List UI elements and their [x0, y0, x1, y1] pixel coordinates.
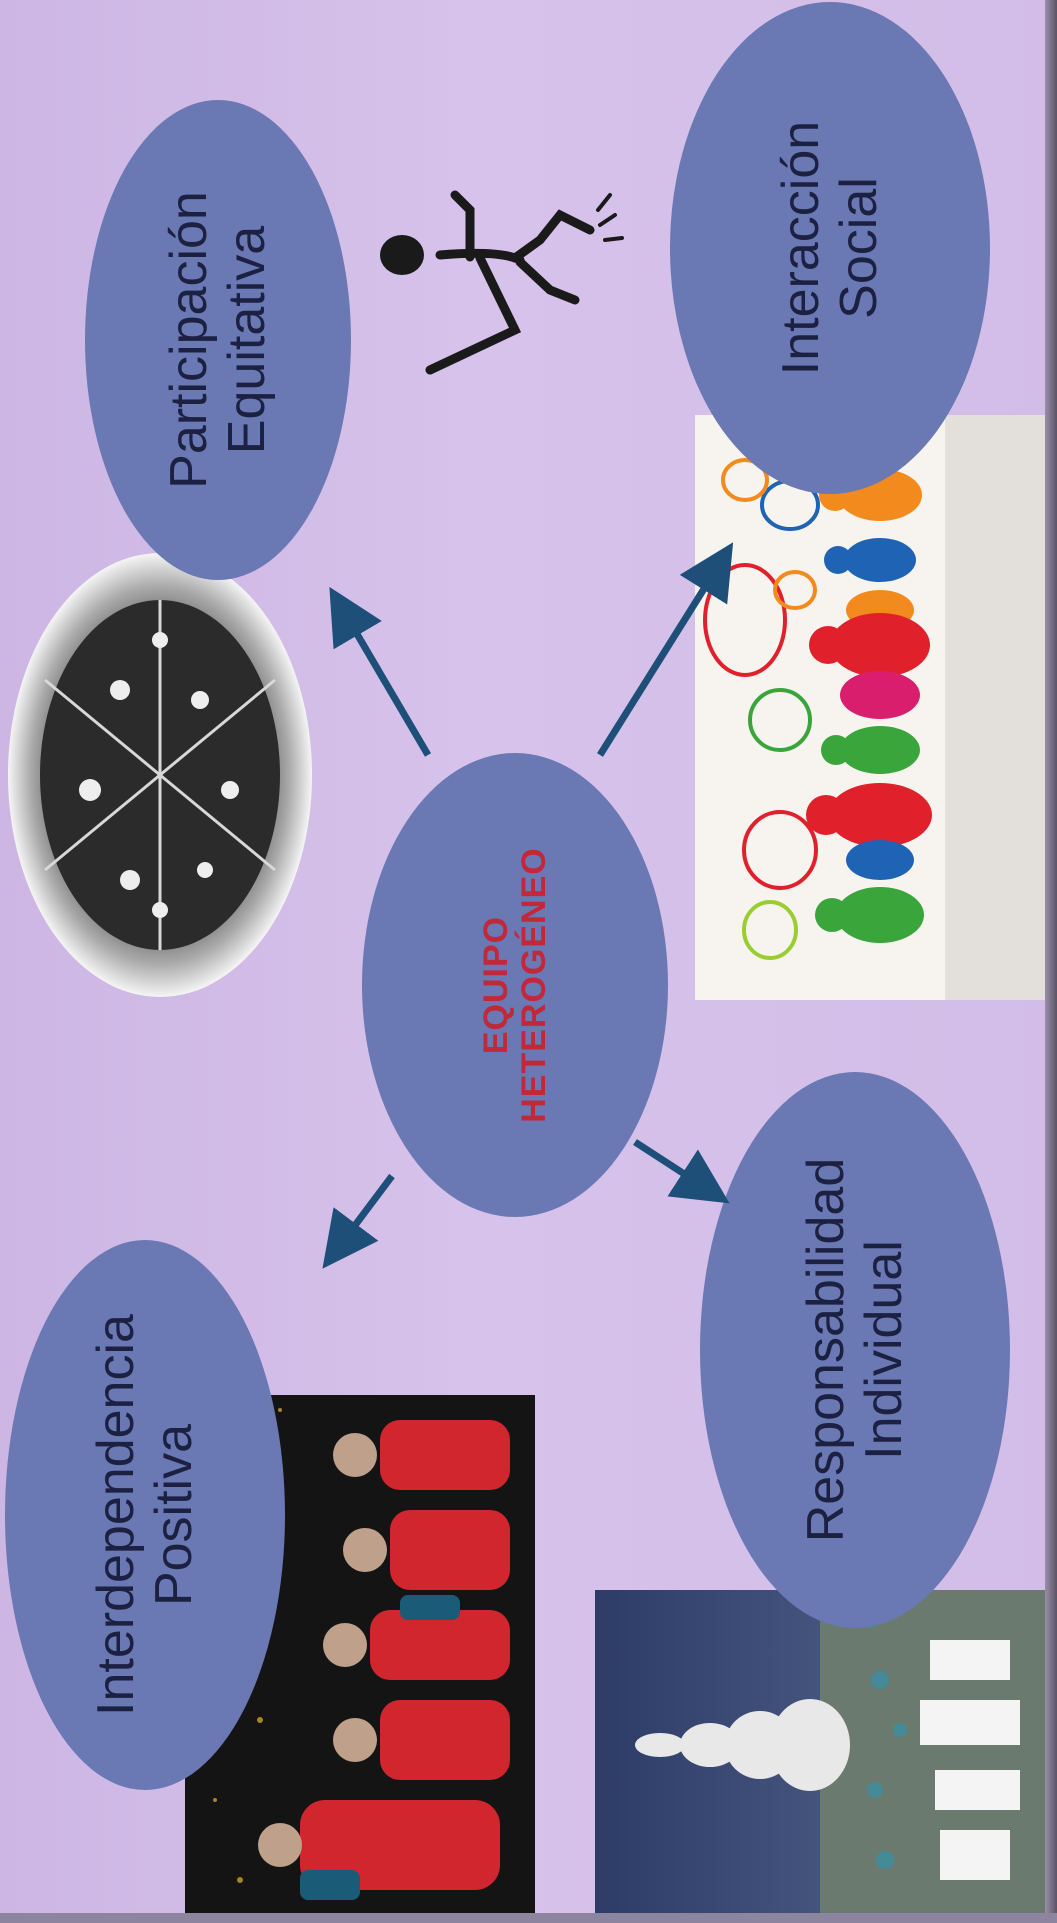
center-label: EQUIPO HETEROGÉNEO: [465, 835, 565, 1135]
interdependencia-ellipse: [5, 1240, 285, 1790]
arrow-to-interdependencia: [322, 1173, 395, 1269]
human-tower-photo: [595, 1590, 1050, 1923]
center-ellipse: [362, 753, 668, 1217]
interaccion-line1: Interacción: [771, 120, 830, 376]
responsabilidad-ellipse: [700, 1072, 1010, 1628]
center-label-line1: EQUIPO: [476, 915, 515, 1055]
center-label-line2: HETEROGÉNEO: [515, 847, 553, 1123]
responsabilidad-label: Responsabilidad Individual: [793, 1125, 917, 1575]
participacion-label: Participación Equitativa: [156, 160, 280, 520]
cake-photo: [8, 553, 312, 997]
interaccion-label: Interacción Social: [768, 68, 892, 428]
interdependencia-line1: Interdependencia: [86, 1314, 145, 1716]
interaccion-line2: Social: [830, 177, 888, 319]
stick-figure-icon: [380, 190, 624, 375]
responsabilidad-line1: Responsabilidad: [796, 1157, 855, 1543]
arrow-to-participacion: [329, 586, 432, 757]
interdependencia-label: Interdependencia Positiva: [83, 1290, 207, 1740]
participacion-ellipse: [85, 100, 351, 580]
participacion-line1: Participación: [159, 191, 218, 489]
responsabilidad-line2: Individual: [855, 1240, 913, 1460]
interdependencia-line2: Positiva: [145, 1423, 203, 1607]
page-edge-right: [1045, 0, 1057, 1923]
arrow-to-responsabilidad: [633, 1139, 730, 1204]
speech-bubble-people-photo: [695, 415, 1055, 1000]
page-edge-bottom: [0, 1913, 1057, 1923]
participacion-line2: Equitativa: [218, 225, 276, 455]
interaccion-ellipse: [670, 2, 990, 494]
arrow-to-interaccion: [597, 542, 734, 757]
